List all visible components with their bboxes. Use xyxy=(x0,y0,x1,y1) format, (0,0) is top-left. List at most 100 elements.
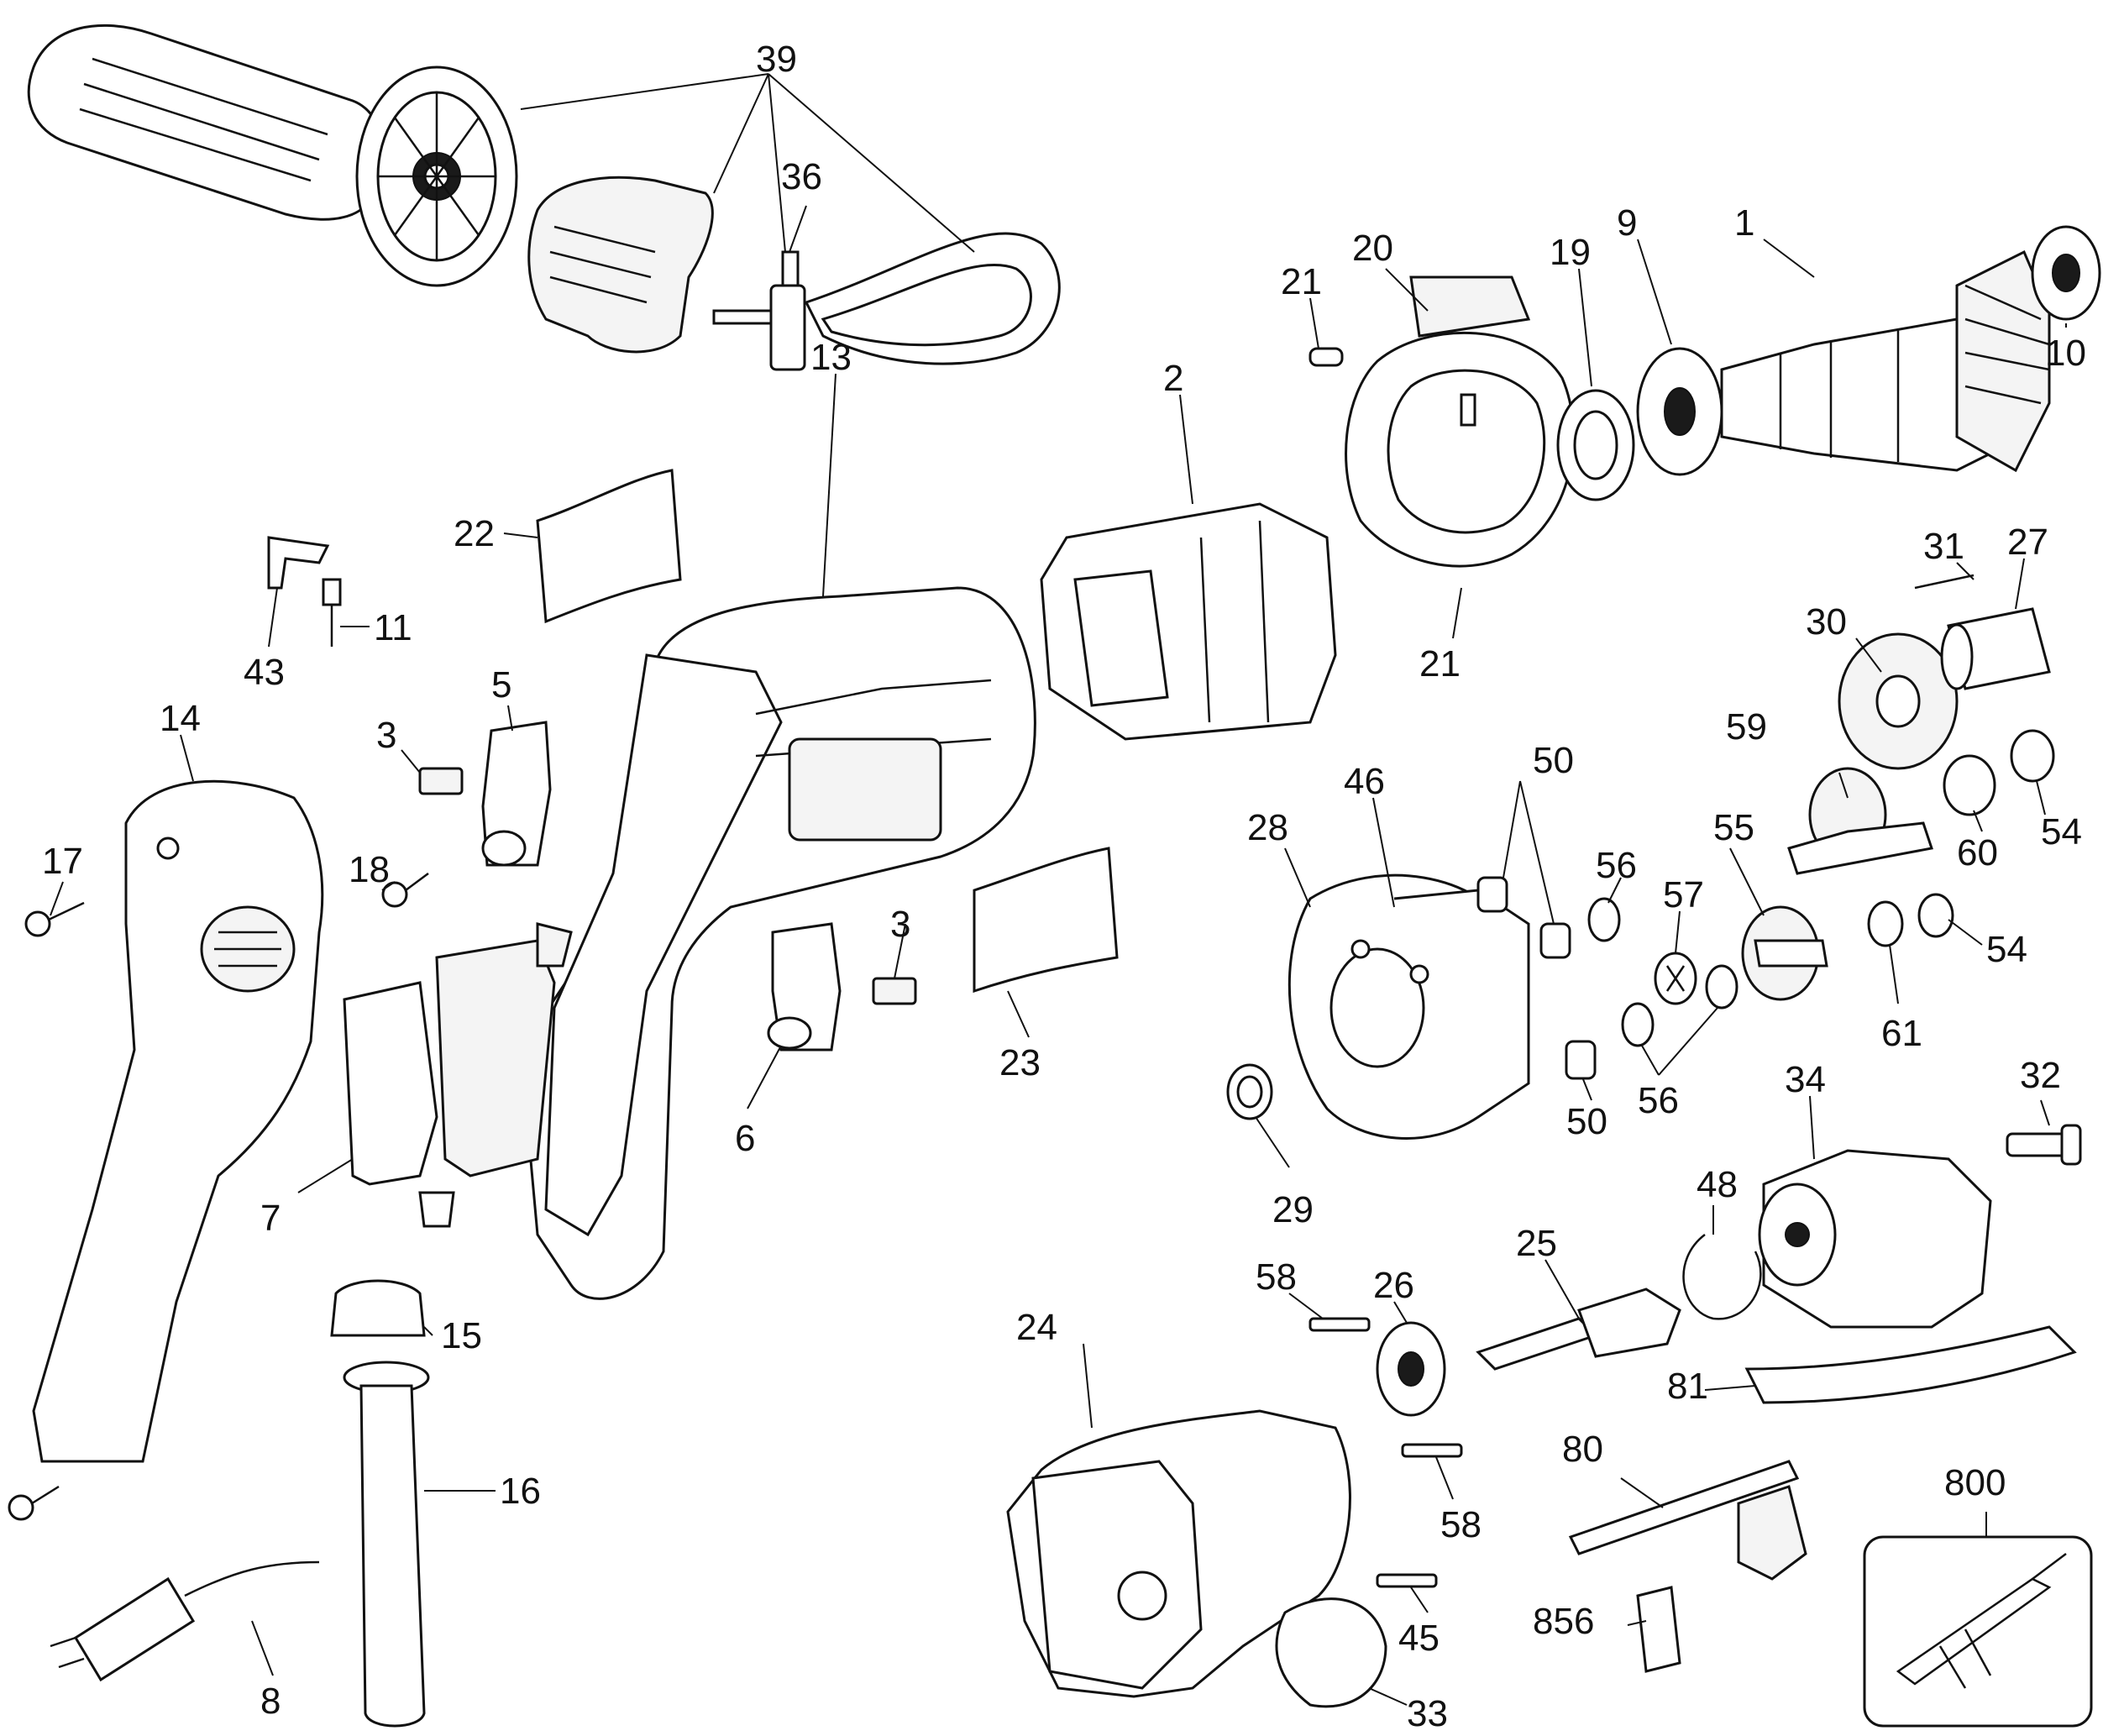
part-59-gear xyxy=(1787,767,1933,875)
part-1-armature xyxy=(1720,249,2051,473)
callout-54-upper: 54 xyxy=(2041,811,2082,852)
part-48-retaining-ring xyxy=(1682,1234,1762,1320)
callout-2: 2 xyxy=(1163,358,1183,399)
part-28-46-plate xyxy=(1287,873,1530,1140)
callout-1: 1 xyxy=(1734,202,1754,244)
callout-60: 60 xyxy=(1957,832,1998,873)
part-25-spindle xyxy=(1476,1288,1681,1371)
part-9-bearing xyxy=(1636,347,1723,476)
part-30-gear xyxy=(1838,632,1959,770)
callout-33: 33 xyxy=(1407,1693,1448,1734)
part-34-spindle-gear xyxy=(1758,1149,1992,1329)
callout-24: 24 xyxy=(1016,1307,1057,1348)
part-3-brush-upper xyxy=(418,767,464,795)
part-50-middle xyxy=(1539,922,1571,959)
callout-3-lower: 3 xyxy=(890,904,910,945)
callout-50-lower: 50 xyxy=(1566,1101,1607,1142)
callout-34: 34 xyxy=(1785,1059,1826,1100)
part-8-cord xyxy=(50,1560,320,1682)
part-43-clip xyxy=(267,536,330,590)
part-56-washer-a xyxy=(1587,897,1621,942)
part-856-clip xyxy=(1636,1586,1681,1673)
part-14-handle xyxy=(32,779,324,1463)
callout-5: 5 xyxy=(491,664,511,705)
callout-9: 9 xyxy=(1617,202,1637,244)
part-50-upper xyxy=(1476,876,1508,913)
callout-16: 16 xyxy=(500,1471,541,1512)
part-24-gear-case xyxy=(1006,1409,1351,1698)
part-18-screw xyxy=(381,872,429,908)
part-11-terminal xyxy=(322,578,342,647)
callout-800: 800 xyxy=(1944,1462,2006,1503)
part-33-cap xyxy=(1275,1597,1387,1708)
callout-48: 48 xyxy=(1697,1164,1738,1205)
callout-56-lower: 56 xyxy=(1638,1080,1679,1121)
callout-17: 17 xyxy=(42,841,83,882)
part-15-clamp xyxy=(330,1279,426,1337)
part-45-screw xyxy=(1376,1573,1438,1588)
callout-19: 19 xyxy=(1550,232,1591,273)
part-55-gear xyxy=(1741,905,1828,1001)
part-36-pin xyxy=(781,250,800,287)
callout-46: 46 xyxy=(1344,761,1385,802)
callout-56-upper: 56 xyxy=(1596,845,1637,886)
callout-54-lower: 54 xyxy=(1986,929,2027,970)
part-26-bearing xyxy=(1376,1321,1446,1417)
part-17-screw xyxy=(24,901,85,937)
part-56-washer-c xyxy=(1705,964,1739,1010)
part-unlabeled-screw xyxy=(8,1485,60,1521)
callout-8: 8 xyxy=(260,1681,281,1722)
callout-57: 57 xyxy=(1663,874,1704,915)
part-2-field xyxy=(1040,502,1337,741)
callout-32: 32 xyxy=(2020,1055,2061,1096)
callout-856: 856 xyxy=(1533,1601,1594,1642)
callout-25: 25 xyxy=(1516,1223,1557,1264)
callout-14: 14 xyxy=(160,698,201,739)
callout-labels: 39 36 20 1 9 19 21 10 2 13 22 31 27 11 4… xyxy=(42,39,2086,1734)
part-57-washer xyxy=(1654,952,1697,1005)
callout-10: 10 xyxy=(2045,333,2086,374)
part-7-switch xyxy=(343,922,573,1228)
callout-26: 26 xyxy=(1373,1265,1414,1306)
callout-6: 6 xyxy=(735,1118,755,1159)
callout-11: 11 xyxy=(374,607,412,648)
part-32-bolt xyxy=(2006,1124,2082,1166)
part-81-strap xyxy=(1744,1325,2077,1404)
part-50-lower xyxy=(1565,1040,1597,1080)
part-10-bearing xyxy=(2031,225,2101,321)
part-16-aux-handle xyxy=(343,1361,430,1728)
part-22-label xyxy=(536,469,682,624)
part-56-washer-b xyxy=(1621,1002,1655,1047)
callout-58-upper: 58 xyxy=(1256,1256,1297,1298)
callout-30: 30 xyxy=(1806,601,1847,642)
part-6-brush-holder xyxy=(767,922,842,1052)
part-39-side-handle xyxy=(27,24,1061,371)
callout-29: 29 xyxy=(1272,1189,1314,1230)
callout-31: 31 xyxy=(1923,526,1964,567)
part-31-pin xyxy=(1914,574,1975,590)
part-61-washer xyxy=(1867,900,1904,947)
callout-13: 13 xyxy=(810,337,852,378)
part-20-brush-ring xyxy=(1308,275,1575,568)
part-5-brush-holder xyxy=(481,721,552,867)
callout-81: 81 xyxy=(1667,1366,1708,1407)
part-13-housing xyxy=(519,586,1036,1300)
part-58-screw-upper xyxy=(1308,1317,1371,1332)
part-80-chuck-key xyxy=(1568,1460,1807,1581)
callout-21-lower: 21 xyxy=(1419,643,1461,684)
part-23-label xyxy=(973,847,1119,994)
callout-39: 39 xyxy=(756,39,797,80)
callout-50-upper: 50 xyxy=(1533,740,1574,781)
part-54-upper xyxy=(2010,729,2055,783)
callout-58-lower: 58 xyxy=(1440,1504,1482,1545)
part-19-baffle xyxy=(1556,389,1635,501)
callout-3-upper: 3 xyxy=(376,715,396,756)
callout-28: 28 xyxy=(1247,807,1288,848)
callout-27: 27 xyxy=(2007,522,2048,563)
callout-22: 22 xyxy=(454,513,495,554)
callout-61: 61 xyxy=(1881,1013,1922,1054)
callout-43: 43 xyxy=(244,652,285,693)
part-29-washer xyxy=(1226,1063,1273,1120)
callout-36: 36 xyxy=(781,156,822,197)
